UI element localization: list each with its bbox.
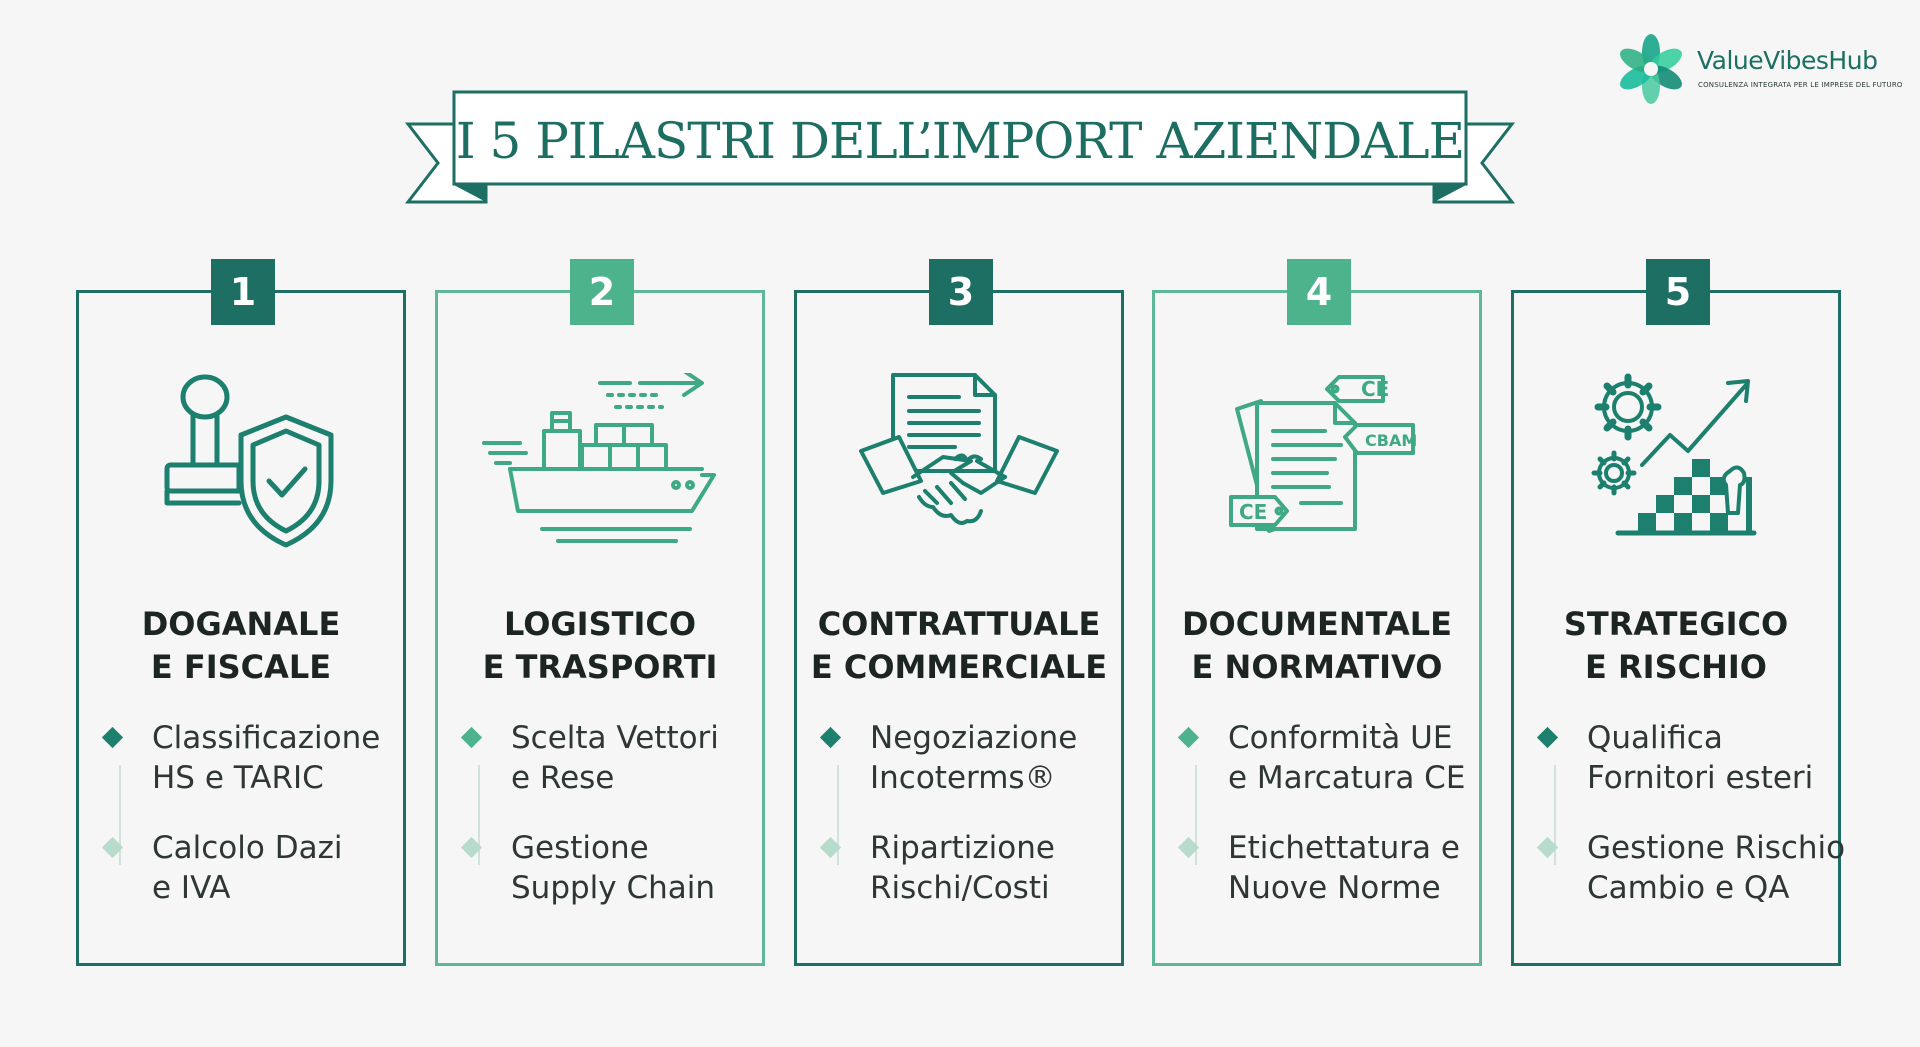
bullet-connector bbox=[1195, 765, 1197, 865]
brand-leaf-icon bbox=[1620, 34, 1682, 104]
ribbon-banner-icon bbox=[404, 90, 1516, 204]
bullet-connector bbox=[119, 765, 121, 865]
ce-tag-bottom: CE bbox=[1239, 500, 1267, 524]
title-banner: I 5 PILASTRI DELL’IMPORT AZIENDALE bbox=[404, 88, 1516, 208]
cargo-ship-icon bbox=[438, 373, 762, 553]
bullet-diamond-icon bbox=[1177, 726, 1200, 749]
ce-tag-top: CE bbox=[1361, 377, 1389, 401]
contract-handshake-icon bbox=[797, 373, 1121, 553]
bullet-connector bbox=[837, 765, 839, 865]
bullet-diamond-icon bbox=[460, 726, 483, 749]
cbam-tag: CBAM bbox=[1365, 431, 1417, 450]
documents-ce-cbam-icon: CE CBAM CE bbox=[1155, 373, 1479, 553]
pillar-number-badge: 5 bbox=[1646, 259, 1710, 325]
brand-tagline: CONSULENZA INTEGRATA PER LE IMPRESE DEL … bbox=[1698, 81, 1903, 89]
bullet-diamond-icon bbox=[101, 726, 124, 749]
bullet-connector bbox=[1554, 765, 1556, 865]
customs-stamp-shield-icon bbox=[79, 373, 403, 553]
bullet-connector bbox=[478, 765, 480, 865]
pillar-number-badge: 3 bbox=[929, 259, 993, 325]
bullet-diamond-icon bbox=[819, 726, 842, 749]
brand-logo: ValueVibesHub CONSULENZA INTEGRATA PER L… bbox=[1612, 30, 1902, 110]
page-title: I 5 PILASTRI DELL’IMPORT AZIENDALE bbox=[455, 112, 1465, 170]
strategy-chess-gears-icon bbox=[1514, 373, 1838, 553]
pillar-number-badge: 1 bbox=[211, 259, 275, 325]
brand-name: ValueVibesHub bbox=[1697, 46, 1878, 75]
bullet-diamond-icon bbox=[1536, 726, 1559, 749]
pillar-number-badge: 4 bbox=[1287, 259, 1351, 325]
pillar-number-badge: 2 bbox=[570, 259, 634, 325]
